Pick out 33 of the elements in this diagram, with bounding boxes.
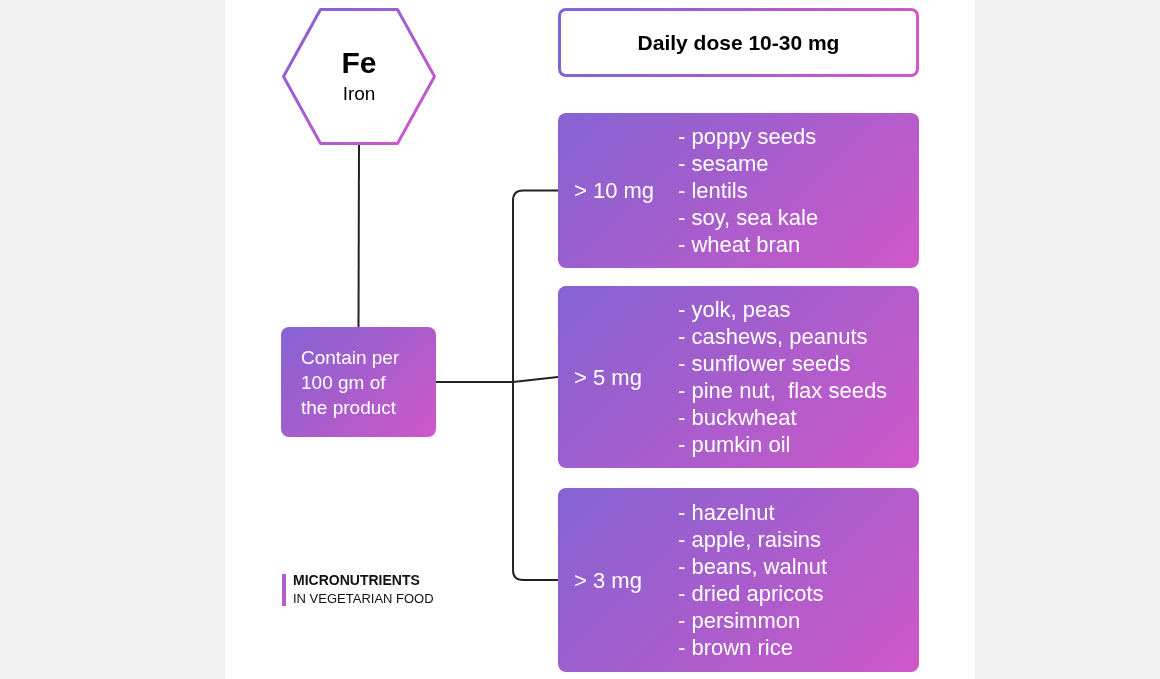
connector-line — [357, 144, 360, 328]
threshold-label: > 10 mg — [574, 177, 655, 204]
caption-subtitle: IN VEGETARIAN FOOD — [293, 591, 434, 606]
food-item: - buckwheat — [678, 404, 797, 431]
food-item: - persimmon — [678, 607, 801, 634]
food-item: - dried apricots — [678, 580, 824, 607]
food-group-box — [558, 286, 919, 468]
element-hexagon — [282, 8, 436, 145]
threshold-label: > 5 mg — [574, 363, 642, 391]
food-item: - apple, raisins — [678, 526, 822, 553]
food-group-box — [558, 113, 919, 268]
food-item: - beans, walnut — [678, 553, 828, 580]
food-item: - brown rice — [678, 634, 793, 661]
food-item: - hazelnut — [678, 499, 775, 526]
dose-text: Daily dose 10-30 mg — [637, 30, 840, 55]
food-item: - lentils — [678, 177, 748, 204]
food-item: - cashews, peanuts — [678, 323, 868, 350]
element-symbol: Fe — [340, 46, 378, 80]
food-item: - sunflower seeds — [678, 350, 851, 377]
food-item: - sesame — [678, 150, 769, 177]
food-item: - soy, sea kale — [678, 204, 819, 231]
content-box — [281, 327, 436, 437]
food-item: - pine nut, flax seeds — [678, 377, 888, 404]
threshold-label: > 3 mg — [574, 566, 642, 594]
caption-heading: MICRONUTRIENTS — [293, 572, 420, 588]
food-item: - pumkin oil — [678, 431, 791, 458]
content-text: Contain per 100 gm of the product — [301, 345, 401, 420]
element-name: Iron — [341, 83, 377, 105]
food-item: - yolk, peas — [678, 296, 791, 323]
connector-line — [435, 381, 559, 581]
food-group-box — [558, 488, 919, 672]
food-item: - wheat bran — [678, 231, 801, 258]
food-item: - poppy seeds — [678, 123, 817, 150]
